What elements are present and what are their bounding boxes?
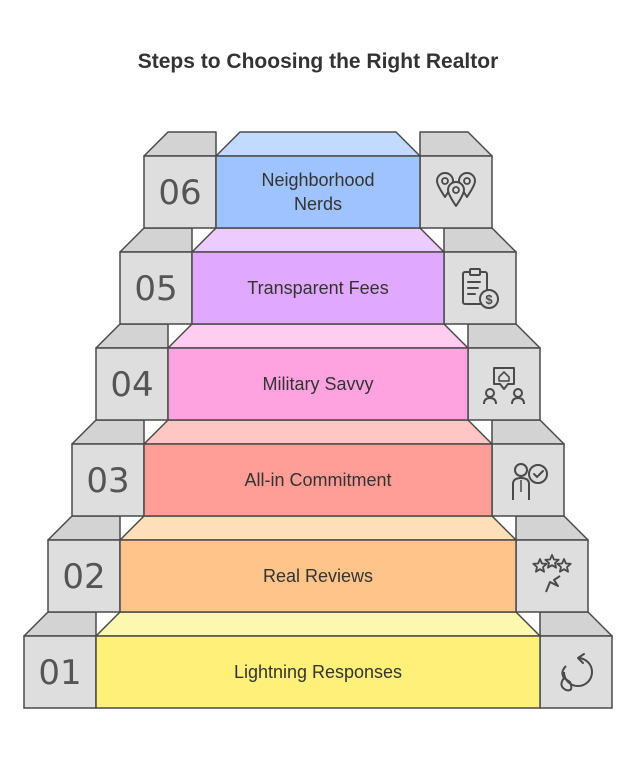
step-icon-block [539,635,613,709]
step-center-riser [167,347,469,421]
step-center-tread [143,419,493,445]
people-house-icon [483,367,525,405]
step-center-tread [215,131,421,157]
step-center-tread [95,611,541,637]
step-left-tread [23,611,97,637]
step-center-riser [95,635,541,709]
step-right-tread [491,419,565,445]
step-center-riser [143,443,493,517]
step-number: 06 [158,173,201,213]
step-number-block [95,347,169,421]
step-right-tread [419,131,493,157]
step-left-tread [119,227,193,253]
step-number: 04 [110,365,153,405]
location-pins-icon [436,172,476,207]
step-number-block [71,443,145,517]
step-right-tread [467,323,541,349]
step-03: 03 All-in Commitment [71,419,565,517]
step-05: 05 Transparent Fees $ [119,227,517,325]
step-label: Nerds [294,194,342,214]
step-left-tread [71,419,145,445]
speed-refresh-icon [560,653,593,692]
step-label: Neighborhood [261,170,374,190]
step-right-tread [539,611,613,637]
step-number-block [143,155,217,229]
step-left-tread [47,515,121,541]
step-icon-block [443,251,517,325]
step-number: 01 [38,653,81,693]
step-left-tread [143,131,217,157]
step-icon-block [467,347,541,421]
step-label: Lightning Responses [234,662,402,682]
step-center-tread [167,323,469,349]
svg-text:$: $ [485,292,493,307]
step-label: All-in Commitment [244,470,391,490]
step-center-riser [215,155,421,229]
step-center-riser [191,251,445,325]
step-number: 03 [86,461,129,501]
step-icon-block [515,539,589,613]
step-number: 05 [134,269,177,309]
step-02: 02 Real Reviews [47,515,589,613]
step-center-tread [191,227,445,253]
star-review-icon [532,554,572,593]
step-center-riser [119,539,517,613]
step-right-tread [515,515,589,541]
step-label: Transparent Fees [247,278,388,298]
step-label: Military Savvy [262,374,373,394]
step-left-tread [95,323,169,349]
step-01: 01 Lightning Responses [23,611,613,709]
step-number-block [119,251,193,325]
step-label: Real Reviews [263,566,373,586]
step-number-block [47,539,121,613]
step-number: 02 [62,557,105,597]
person-check-icon [512,463,548,500]
step-04: 04 Military Savvy [95,323,541,421]
step-right-tread [443,227,517,253]
diagram-title: Steps to Choosing the Right Realtor [137,50,499,73]
clipboard-dollar-icon: $ [462,268,499,309]
step-center-tread [119,515,517,541]
